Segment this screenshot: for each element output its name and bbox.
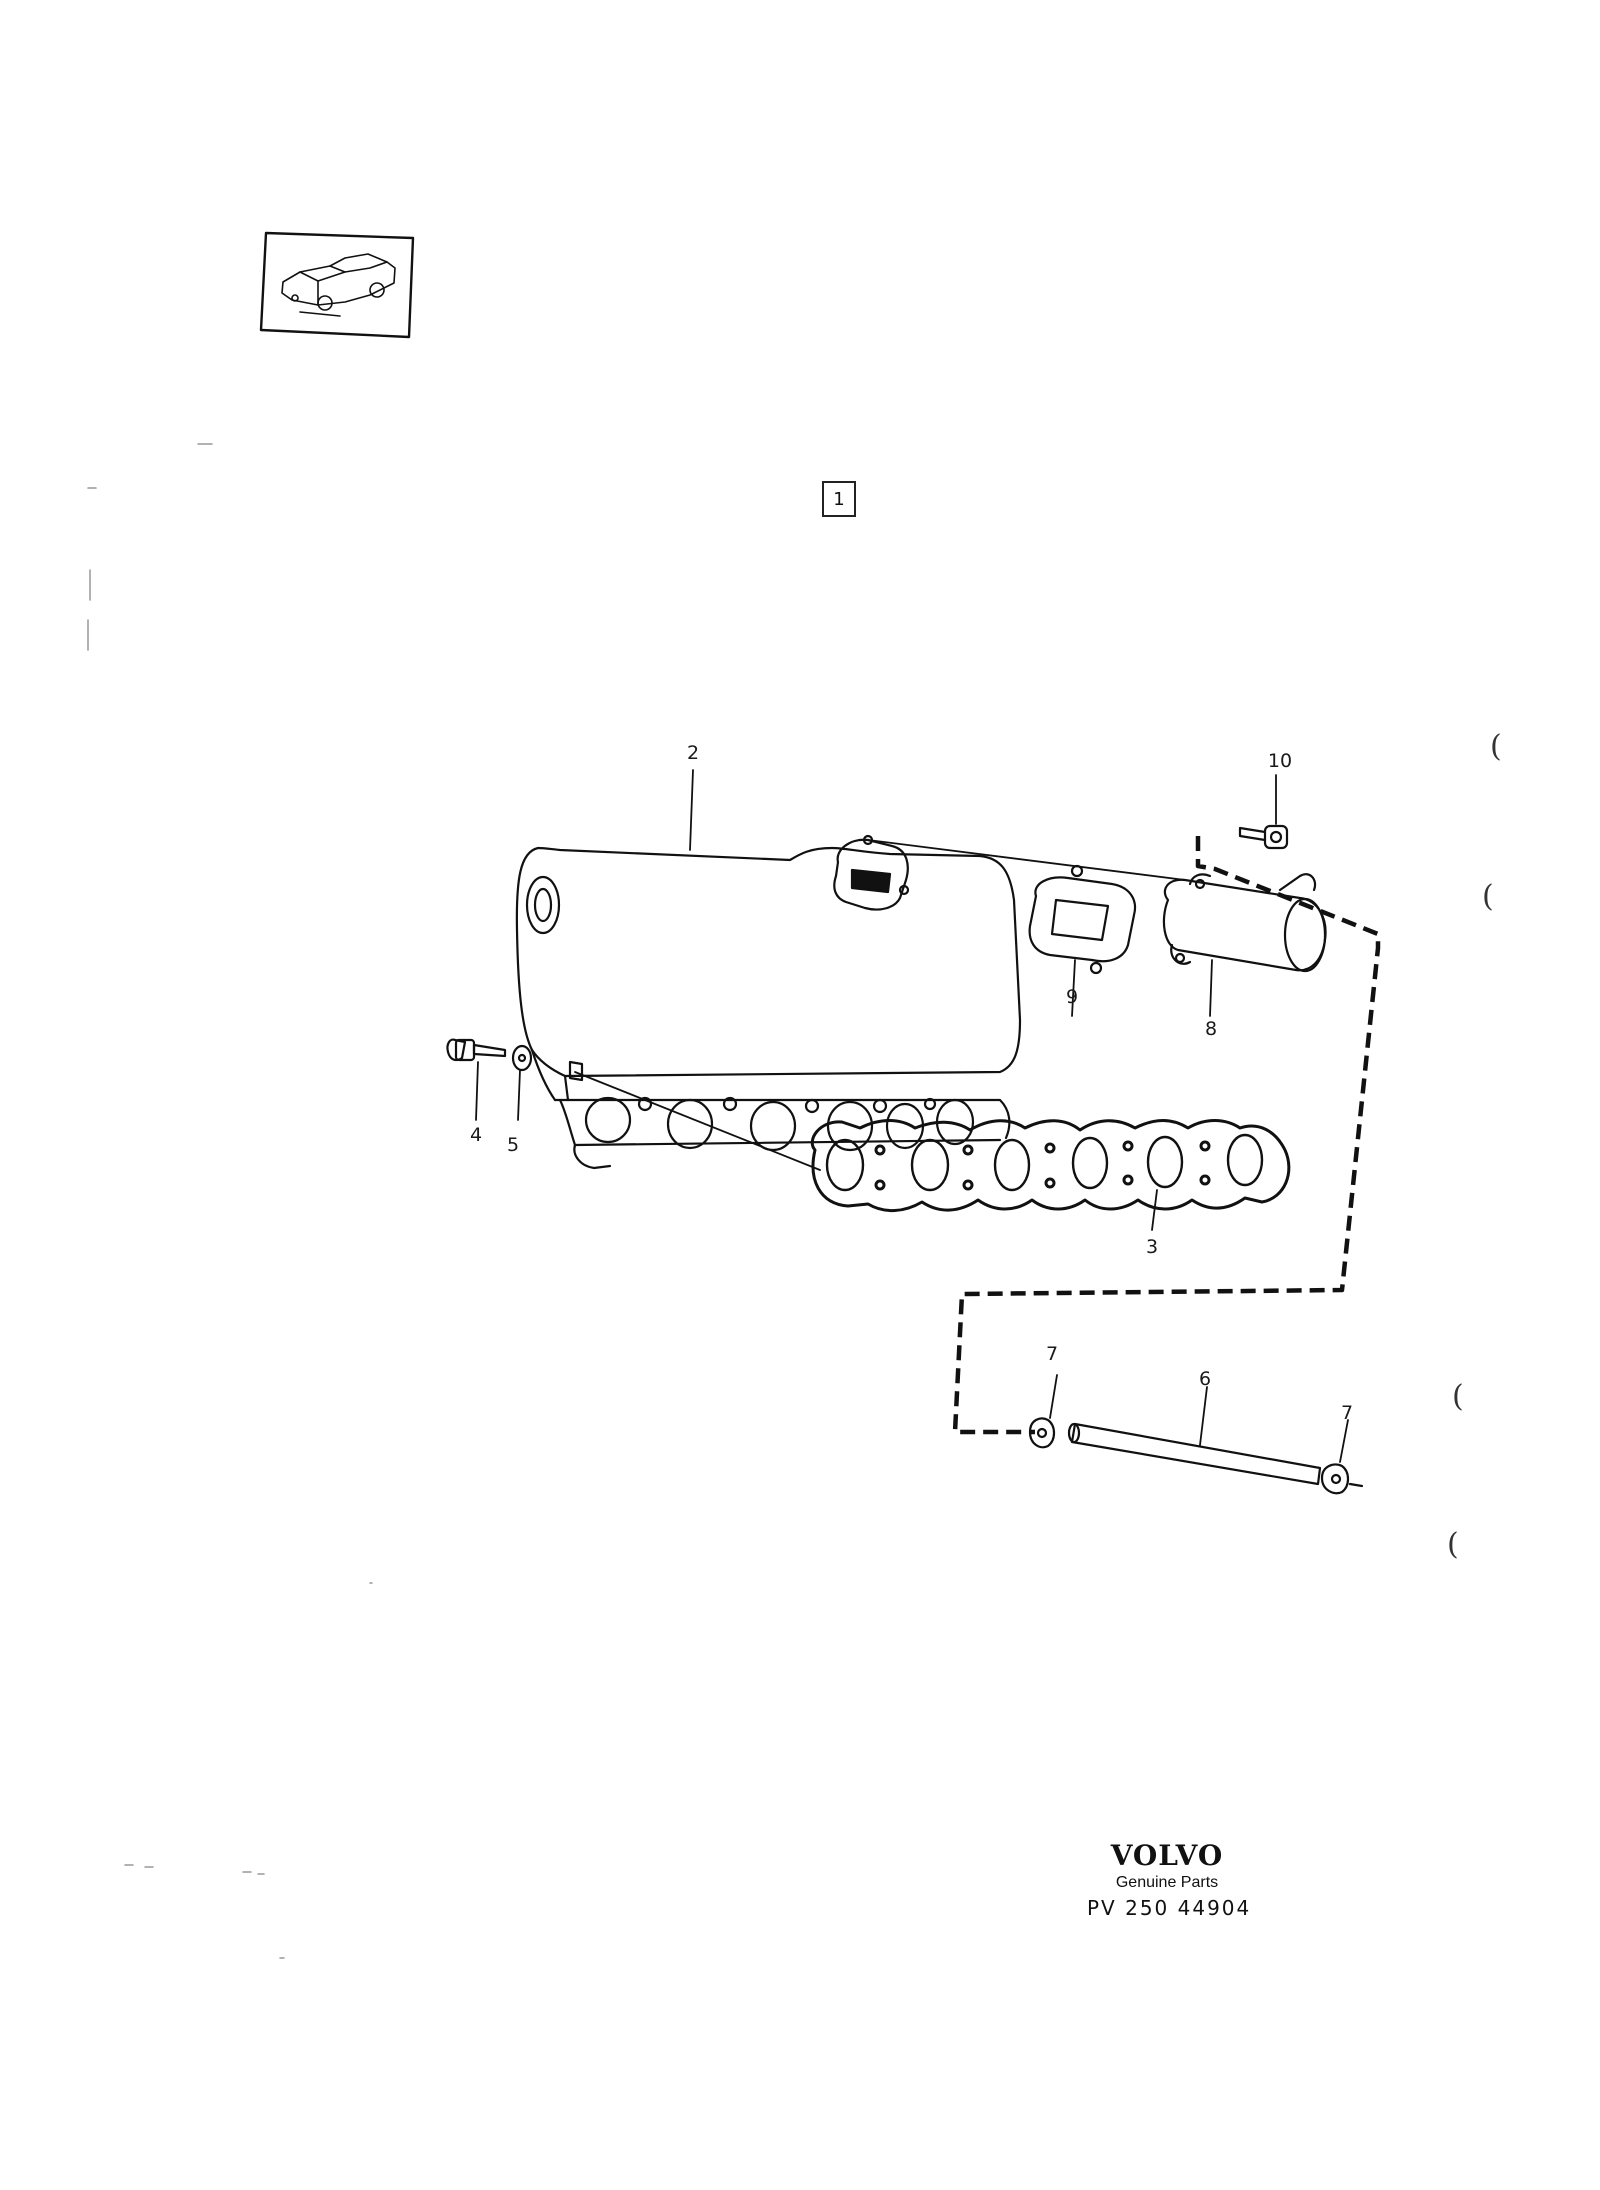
section-number: 1 xyxy=(822,481,856,517)
diagram-code: PV 250 44904 xyxy=(1087,1896,1252,1920)
margin-mark: ( xyxy=(1490,729,1502,764)
manifold-gasket xyxy=(810,1119,1291,1212)
margin-mark: ( xyxy=(1452,1379,1464,1414)
inlet-manifold xyxy=(515,834,1022,1170)
hose-route-dashed xyxy=(952,836,1381,1435)
brand-logo: VOLVO xyxy=(1110,1839,1224,1872)
leader-lines xyxy=(475,769,1349,1463)
vehicle-thumbnail xyxy=(259,231,415,339)
callout-5: 5 xyxy=(506,1134,520,1156)
margin-mark: ( xyxy=(1447,1527,1459,1562)
callout-9: 9 xyxy=(1065,986,1079,1008)
bolt-and-washer xyxy=(446,1038,584,1082)
brand-block: VOLVO Genuine Parts PV 250 44904 xyxy=(1087,1839,1252,1921)
screw-part xyxy=(1238,824,1289,850)
callout-2: 2 xyxy=(686,742,700,764)
callout-7-right: 7 xyxy=(1340,1402,1354,1424)
brand-tagline: Genuine Parts xyxy=(1115,1874,1219,1891)
flange-gasket xyxy=(1028,864,1137,975)
scan-specks xyxy=(87,443,373,1959)
manifold-elbow xyxy=(1162,873,1327,973)
callout-7-left: 7 xyxy=(1045,1343,1059,1365)
hose-and-clamps xyxy=(1028,1417,1364,1495)
callout-4: 4 xyxy=(469,1124,483,1146)
callout-8: 8 xyxy=(1204,1018,1218,1040)
margin-mark: ( xyxy=(1482,879,1494,914)
section-number-text: 1 xyxy=(833,488,845,510)
car-icon xyxy=(281,253,396,317)
callout-6: 6 xyxy=(1198,1368,1212,1390)
callout-10: 10 xyxy=(1267,750,1293,772)
callout-3: 3 xyxy=(1145,1236,1159,1258)
